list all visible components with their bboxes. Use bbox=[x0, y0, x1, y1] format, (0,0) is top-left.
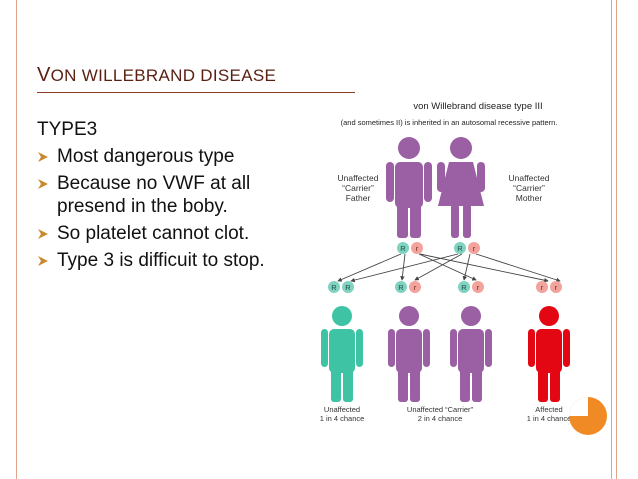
father-label-line3: Father bbox=[346, 193, 371, 203]
title-underline bbox=[37, 92, 355, 93]
arrow-bullet-icon bbox=[38, 256, 48, 266]
bullet-text: Because no VWF at all presend in the bob… bbox=[57, 173, 251, 217]
inheritance-diagram: von Willebrand disease type III (and som… bbox=[320, 101, 572, 423]
slide-body: TYPE3 Most dangerous type Because no VWF… bbox=[37, 118, 297, 276]
arrow-bullet-icon bbox=[38, 152, 48, 162]
bullet-item: Type 3 is difficuit to stop. bbox=[37, 249, 297, 272]
slide-title: VON WILLEBRAND DISEASE bbox=[37, 64, 276, 87]
child-2-allele-2: r bbox=[414, 283, 417, 292]
child-3-alleles: R r bbox=[458, 281, 484, 293]
mother-allele-1: R bbox=[457, 244, 463, 253]
child-4-figure bbox=[528, 306, 570, 402]
inheritance-arrows bbox=[337, 253, 561, 283]
father-alleles: R r bbox=[397, 242, 423, 254]
child-1-label-line1: Unaffected bbox=[324, 405, 360, 414]
child-1-allele-2: R bbox=[345, 283, 351, 292]
bullet-item: So platelet cannot clot. bbox=[37, 222, 297, 245]
child-2-allele-1: R bbox=[398, 283, 404, 292]
child-2-label-line1: Unaffected “Carrier” bbox=[407, 405, 474, 414]
father-allele-1: R bbox=[400, 244, 406, 253]
bullet-item: Because no VWF at all presend in the bob… bbox=[37, 172, 297, 218]
child-4-label-line1: Affected bbox=[535, 405, 562, 414]
child-3-allele-1: R bbox=[461, 283, 467, 292]
mother-label-line3: Mother bbox=[516, 193, 543, 203]
bullet-text: So platelet cannot clot. bbox=[57, 223, 250, 244]
child-2-alleles: R r bbox=[395, 281, 421, 293]
slide-border-left bbox=[16, 0, 17, 479]
mother-alleles: R r bbox=[454, 242, 480, 254]
title-first-letter: V bbox=[37, 64, 51, 86]
mother-label-line1: Unaffected bbox=[509, 173, 550, 183]
bullet-list: Most dangerous type Because no VWF at al… bbox=[37, 145, 297, 272]
child-1-label-line2: 1 in 4 chance bbox=[320, 414, 365, 423]
bullet-item: Most dangerous type bbox=[37, 145, 297, 168]
child-4-allele-2: r bbox=[555, 283, 558, 292]
mother-figure bbox=[437, 137, 485, 238]
child-4-alleles: r r bbox=[536, 281, 562, 293]
bullet-text: Most dangerous type bbox=[57, 146, 235, 167]
diagram-title-line1: von Willebrand disease type III bbox=[413, 101, 542, 112]
father-label-line1: Unaffected bbox=[338, 173, 379, 183]
body-heading: TYPE3 bbox=[37, 119, 98, 140]
child-2-figure bbox=[388, 306, 430, 402]
child-1-figure bbox=[321, 306, 363, 402]
slide-border-right-inner bbox=[616, 0, 617, 479]
child-2-label-line2: 2 in 4 chance bbox=[418, 414, 463, 423]
bullet-text: Type 3 is difficuit to stop. bbox=[57, 250, 265, 271]
child-1-alleles: R R bbox=[328, 281, 354, 293]
child-4-allele-1: r bbox=[541, 283, 544, 292]
child-3-allele-2: r bbox=[477, 283, 480, 292]
decorative-orange-circle bbox=[569, 397, 607, 435]
arrow-bullet-icon bbox=[38, 229, 48, 239]
mother-label-line2: “Carrier” bbox=[513, 183, 545, 193]
father-figure bbox=[386, 137, 432, 238]
slide-border-right bbox=[611, 0, 612, 479]
child-1-allele-1: R bbox=[331, 283, 337, 292]
diagram-title-line2: (and sometimes II) is inherited in an au… bbox=[341, 118, 558, 127]
child-4-label-line2: 1 in 4 chance bbox=[527, 414, 572, 423]
father-allele-2: r bbox=[416, 244, 419, 253]
mother-allele-2: r bbox=[473, 244, 476, 253]
arrow-bullet-icon bbox=[38, 179, 48, 189]
father-label-line2: “Carrier” bbox=[342, 183, 374, 193]
title-rest: ON WILLEBRAND DISEASE bbox=[50, 66, 277, 85]
child-3-figure bbox=[450, 306, 492, 402]
